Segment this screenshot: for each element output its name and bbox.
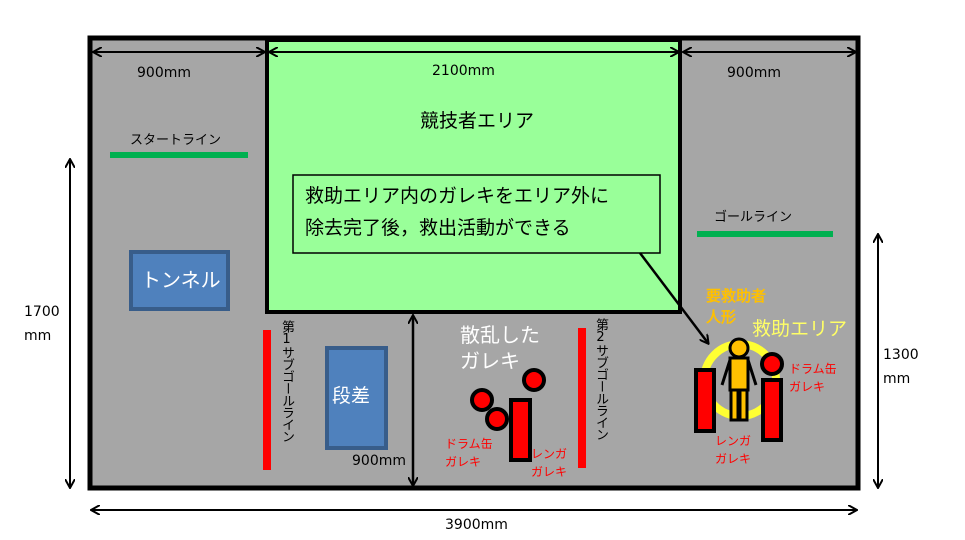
sub-goal-line-2: [578, 328, 586, 468]
callout-arrow: [639, 252, 708, 343]
center-width-label: 2100mm: [432, 63, 495, 79]
goal-line-label: ゴールライン: [714, 210, 793, 225]
tunnel-obstacle: [129, 250, 230, 311]
sub-goal-line-1: [263, 330, 271, 470]
goal-line: [697, 231, 833, 237]
drum-debris-label: ドラム缶 ガレキ: [445, 437, 493, 469]
drum-debris: [470, 388, 494, 412]
left-width-label: 900mm: [137, 65, 191, 81]
tunnel-label: トンネル: [141, 268, 221, 292]
right-width-label: 900mm: [727, 65, 781, 81]
brick-debris: [694, 368, 716, 433]
brick-debris: [509, 398, 532, 462]
goal-height-label: 1300 mm: [883, 347, 919, 387]
drum-debris-label-rescue: ドラム缶 ガレキ: [789, 362, 837, 394]
callout-text: 救助エリア内のガレキをエリア外に 除去完了後，救出活動ができる: [305, 185, 610, 239]
start-line: [110, 152, 248, 158]
brick-debris: [761, 378, 783, 442]
drum-debris: [522, 368, 546, 392]
callout-box: [292, 174, 661, 254]
drum-debris: [760, 352, 784, 376]
rescue-area-label: 救助エリア: [752, 318, 848, 340]
drum-debris: [485, 407, 509, 431]
brick-debris-label: レンガ ガレキ: [531, 447, 568, 479]
sub-goal-line-2-label: 第2サブゴールライン: [593, 318, 608, 440]
lower-center-height-label: 900mm: [352, 453, 406, 469]
scattered-debris-label: 散乱した ガレキ: [460, 323, 540, 373]
victim-doll-label: 要救助者 人形: [706, 287, 767, 326]
step-obstacle: [325, 346, 388, 450]
competitor-area-label: 競技者エリア: [420, 110, 535, 132]
brick-debris-label-rescue: レンガ ガレキ: [715, 434, 752, 466]
start-line-label: スタートライン: [130, 133, 222, 148]
victim-doll-icon: [720, 337, 758, 422]
total-width-label: 3900mm: [445, 517, 508, 533]
sub-goal-line-1-label: 第1サブゴールライン: [279, 320, 294, 442]
step-label: 段差: [332, 385, 371, 407]
total-height-label: 1700 mm: [24, 304, 60, 344]
